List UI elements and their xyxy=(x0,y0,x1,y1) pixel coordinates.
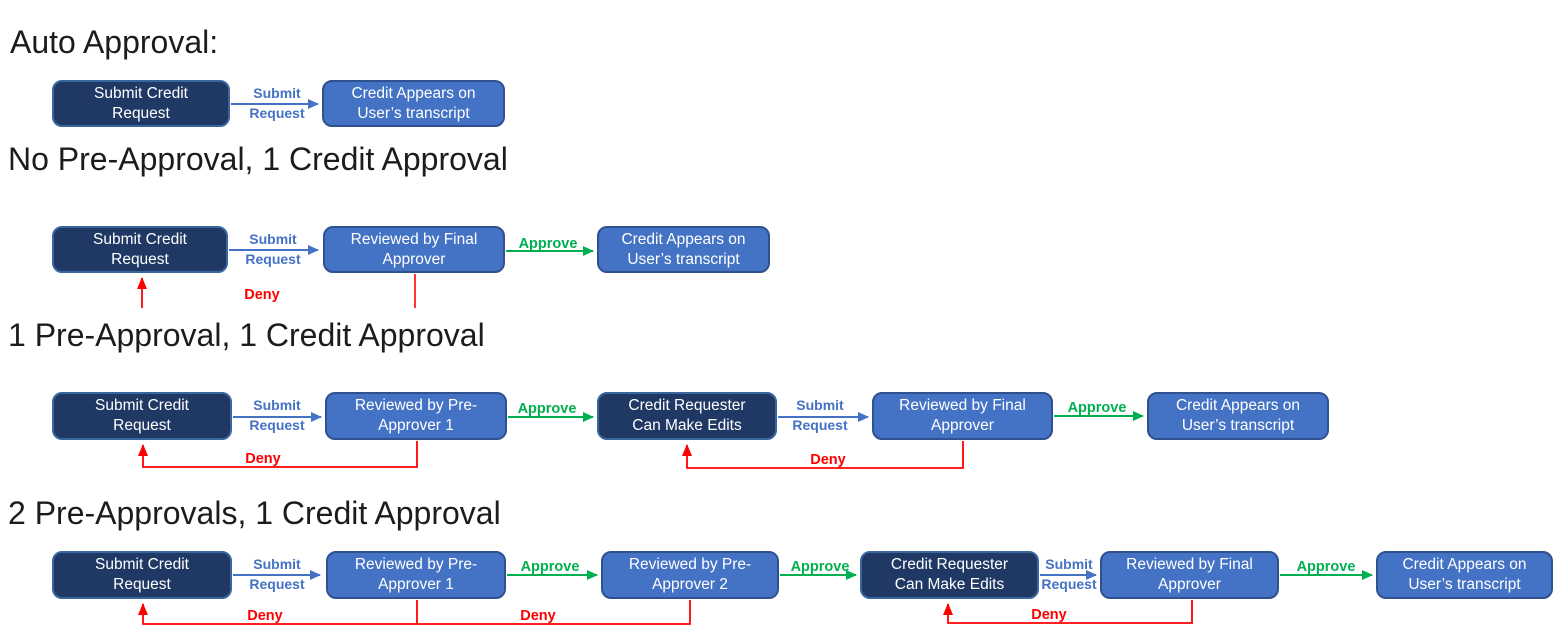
edge-label-submit-request: Submit Request xyxy=(249,556,305,592)
node-reviewed-final-approver: Reviewed by Final Approver xyxy=(872,392,1053,440)
edge-label-submit-request: Submit Request xyxy=(792,397,848,433)
edge-label-approve: Approve xyxy=(1067,400,1127,416)
node-credit-requester-edits: Credit Requester Can Make Edits xyxy=(597,392,777,440)
edge-label-approve: Approve xyxy=(520,559,580,575)
edge-label-submit-request: Submit Request xyxy=(1041,556,1097,592)
node-submit-credit-request: Submit Credit Request xyxy=(52,226,228,273)
edge-label-approve: Approve xyxy=(517,401,577,417)
node-reviewed-final-approver: Reviewed by Final Approver xyxy=(1100,551,1279,599)
section-heading-1-preapproval: 1 Pre-Approval, 1 Credit Approval xyxy=(8,317,485,353)
edge-label-deny: Deny xyxy=(810,452,846,468)
edge-label-deny: Deny xyxy=(247,608,283,624)
edge-label-submit-request: Submit Request xyxy=(249,85,305,121)
edge-label-approve: Approve xyxy=(1296,559,1356,575)
edge-label-submit-request: Submit Request xyxy=(249,397,305,433)
edge-label-approve: Approve xyxy=(518,236,578,252)
section-heading-no-preapproval: No Pre-Approval, 1 Credit Approval xyxy=(8,141,508,177)
node-submit-credit-request: Submit Credit Request xyxy=(52,392,232,440)
node-credit-on-transcript: Credit Appears on User’s transcript xyxy=(1376,551,1553,599)
edge-label-deny: Deny xyxy=(245,451,281,467)
edge-label-deny: Deny xyxy=(1031,607,1067,623)
edge-label-approve: Approve xyxy=(790,559,850,575)
arrow-deny-s4-long xyxy=(138,600,691,625)
node-credit-requester-edits: Credit Requester Can Make Edits xyxy=(860,551,1039,599)
section-heading-2-preapprovals: 2 Pre-Approvals, 1 Credit Approval xyxy=(8,495,501,531)
node-reviewed-final-approver: Reviewed by Final Approver xyxy=(323,226,505,273)
edge-label-deny: Deny xyxy=(520,608,556,624)
node-credit-on-transcript: Credit Appears on User’s transcript xyxy=(1147,392,1329,440)
node-submit-credit-request: Submit Credit Request xyxy=(52,80,230,127)
node-reviewed-pre-approver-2: Reviewed by Pre- Approver 2 xyxy=(601,551,779,599)
node-submit-credit-request: Submit Credit Request xyxy=(52,551,232,599)
edge-label-submit-request: Submit Request xyxy=(245,231,301,267)
section-heading-auto-approval: Auto Approval: xyxy=(10,24,219,60)
node-credit-on-transcript: Credit Appears on User’s transcript xyxy=(322,80,505,127)
node-reviewed-pre-approver-1: Reviewed by Pre- Approver 1 xyxy=(325,392,507,440)
node-reviewed-pre-approver-1: Reviewed by Pre- Approver 1 xyxy=(326,551,506,599)
node-credit-on-transcript: Credit Appears on User’s transcript xyxy=(597,226,770,273)
edge-label-deny: Deny xyxy=(244,287,280,303)
